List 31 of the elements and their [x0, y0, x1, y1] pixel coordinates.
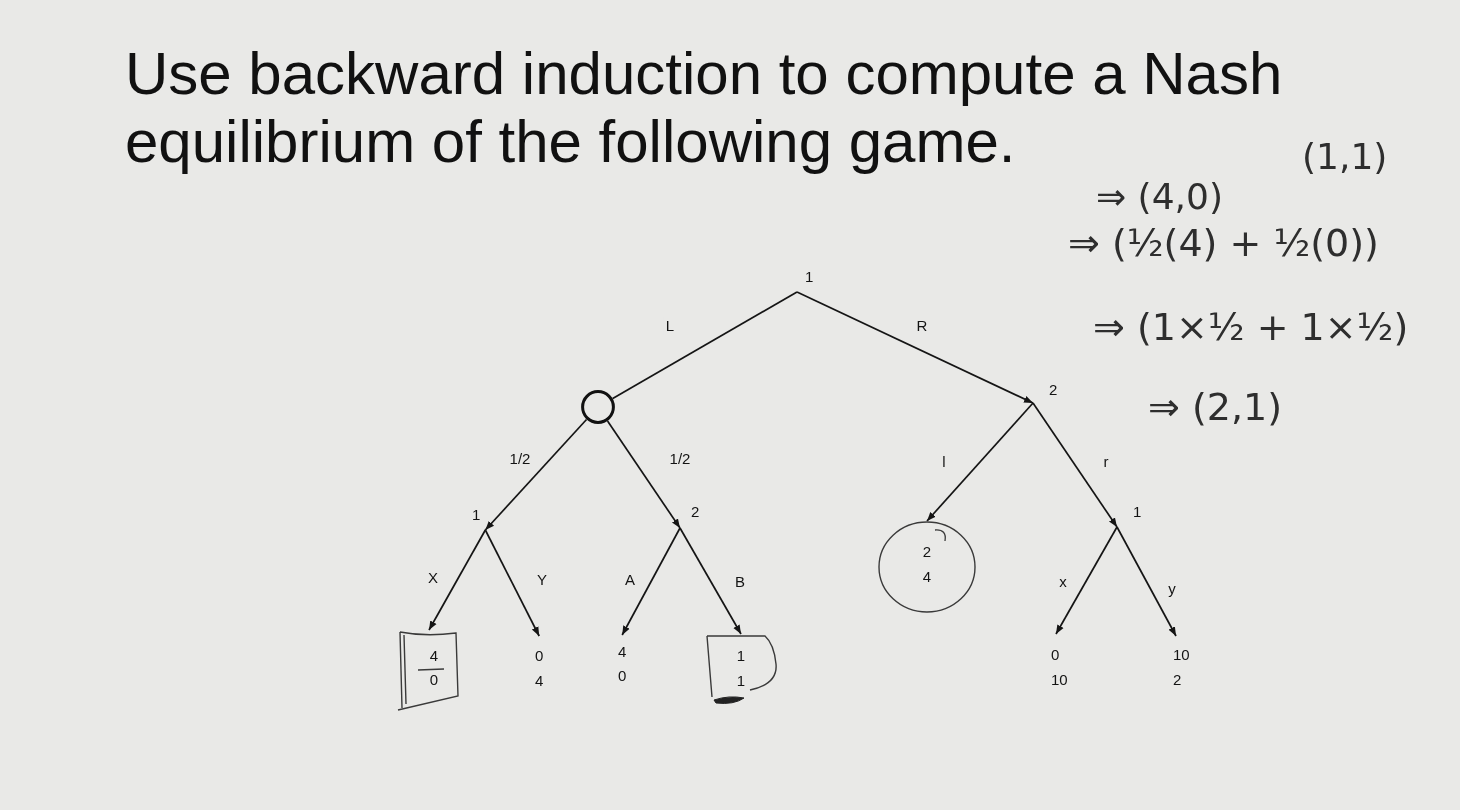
player-label: 2 [680, 503, 700, 528]
arrow [484, 529, 540, 637]
payoff-values: 0 4 [535, 636, 544, 693]
line [611, 291, 798, 400]
arrow [428, 529, 487, 631]
circled-payoff: 2 4 [877, 521, 977, 613]
arrow [606, 420, 681, 529]
handwritten-note: ⇒ (1×½ + 1×½) [1093, 306, 1409, 350]
handwritten-note: ⇒ (4,0) [1096, 176, 1223, 218]
boxed-payoff: 1 1 [704, 634, 778, 706]
arrow [621, 527, 681, 636]
player-label: 1 [797, 268, 814, 292]
arrow [1032, 402, 1118, 528]
payoff-values: 0 10 [1051, 634, 1068, 692]
handwritten-note: (1,1) [1302, 136, 1388, 178]
handwritten-note: ⇒ (½(4) + ½(0)) [1068, 222, 1379, 266]
chance-node-circle [581, 390, 615, 424]
slide-title: Use backward induction to compute a Nash equilibrium of the following game. [125, 40, 1284, 176]
boxed-payoff: 4 0 [396, 630, 462, 712]
player-label: 2 [1033, 381, 1058, 403]
handwritten-note: ⇒ (2,1) [1148, 386, 1282, 430]
arrow [484, 418, 588, 531]
arrow [796, 291, 1034, 404]
player-label: 1 [1117, 503, 1142, 527]
payoff-values: 4 0 [618, 635, 627, 688]
arrow [1055, 526, 1118, 635]
arrow [679, 527, 742, 635]
arrow [926, 402, 1034, 522]
player-label: 1 [472, 506, 486, 530]
arrow [1116, 526, 1177, 637]
payoff-values: 10 2 [1173, 636, 1190, 692]
